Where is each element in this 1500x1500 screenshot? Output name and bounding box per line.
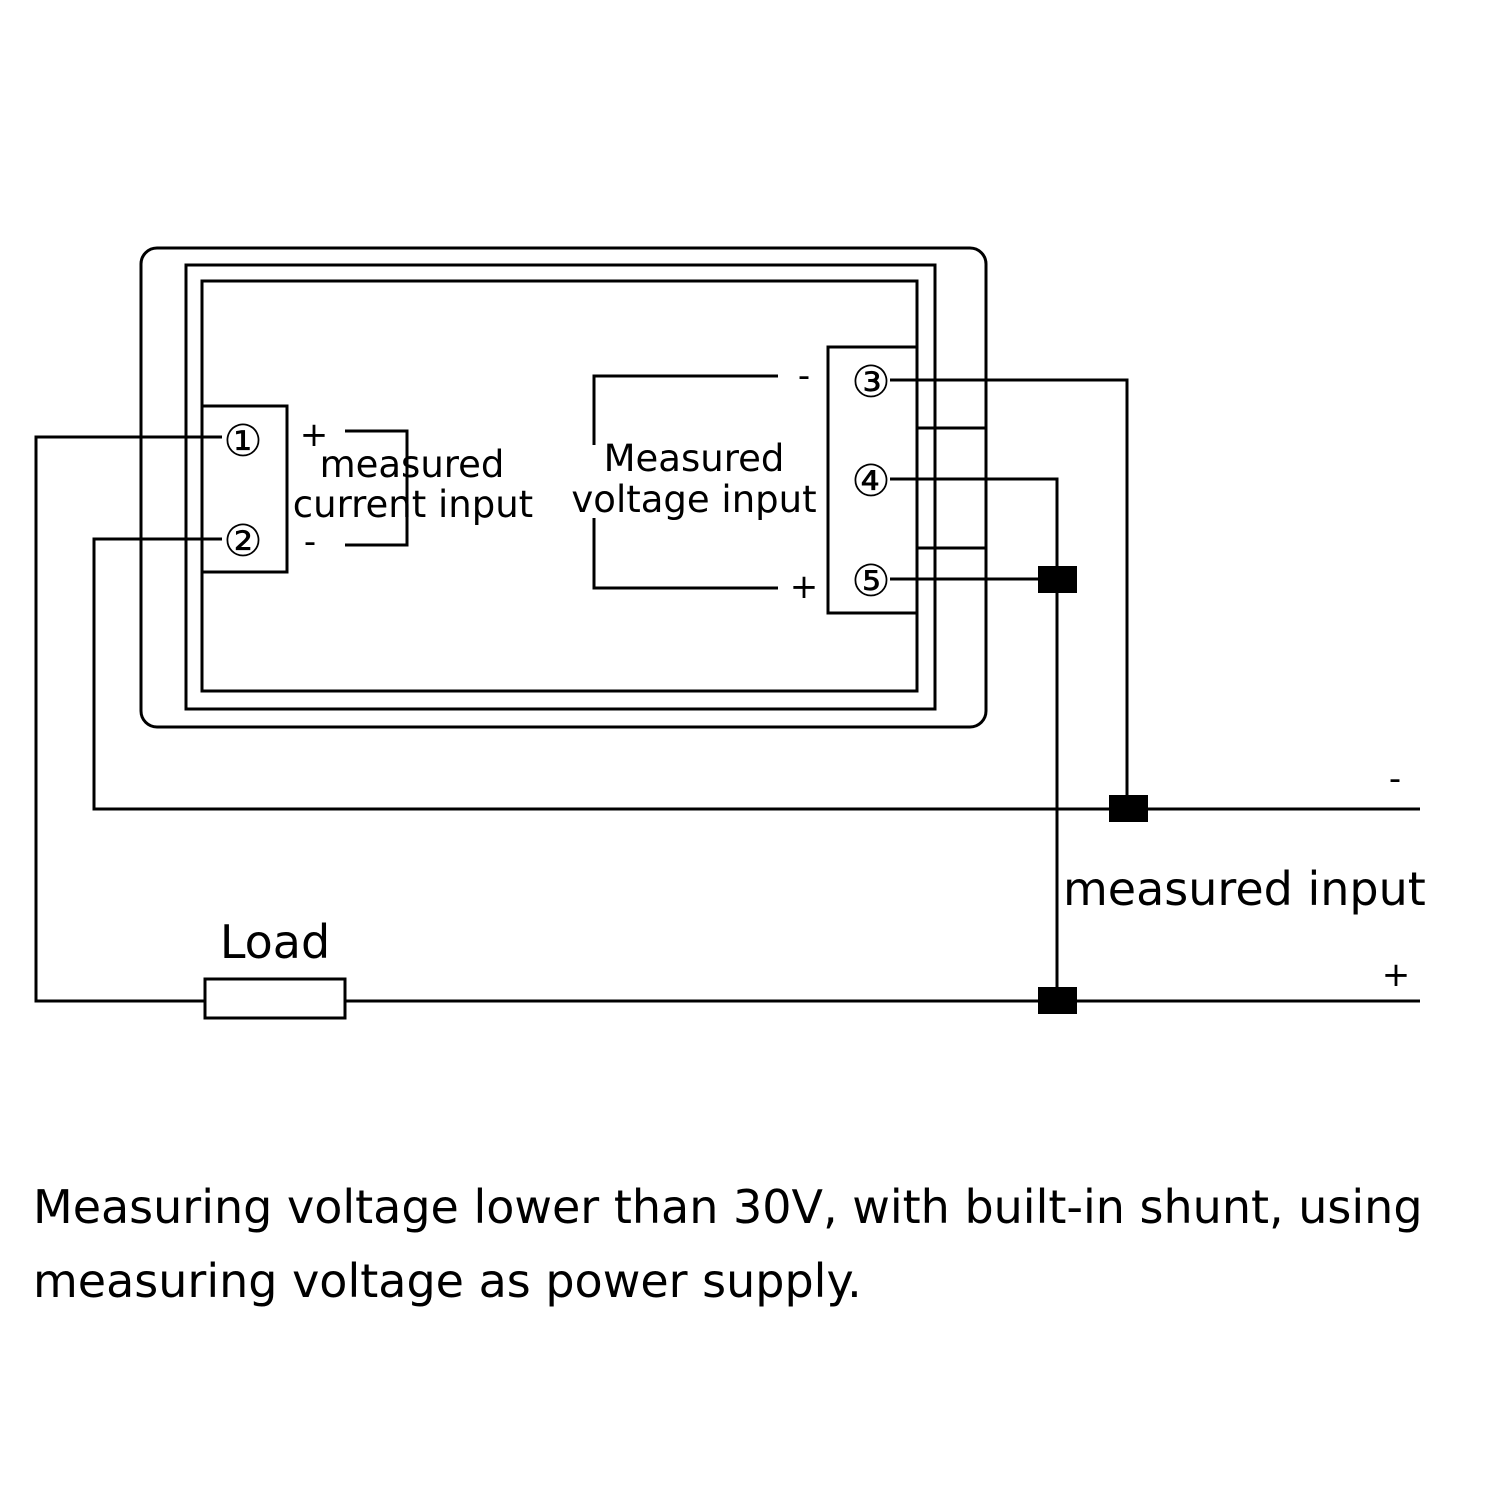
voltage-plus-sign: + xyxy=(790,567,819,607)
wire-t3-to-minus-rail xyxy=(890,378,1129,809)
junction-minus xyxy=(1109,795,1148,822)
load-label: Load xyxy=(220,915,330,969)
external-minus-sign: - xyxy=(1389,759,1401,799)
caption: Measuring voltage lower than 30V, with b… xyxy=(33,1170,1483,1318)
voltage-bracket-bottom xyxy=(592,518,778,590)
wire-t1-to-load xyxy=(34,435,205,1003)
junction-t5 xyxy=(1038,566,1077,593)
wire-t4-to-plus-rail xyxy=(890,477,1059,1001)
wire-t1-internal xyxy=(139,431,222,439)
load-resistor xyxy=(203,977,347,1020)
meter-bezel xyxy=(184,263,937,711)
current-minus-sign: - xyxy=(304,522,316,562)
current-input-bracket xyxy=(345,429,409,547)
measured-input-label: measured input xyxy=(1063,862,1426,916)
voltage-input-label-line2: voltage input xyxy=(571,478,816,521)
side-connector xyxy=(917,426,986,550)
terminal-1: ① xyxy=(223,416,262,467)
current-input-label-line1: measured xyxy=(320,443,505,486)
caption-line2: measuring voltage as power supply. xyxy=(33,1254,862,1308)
voltage-minus-sign: - xyxy=(798,356,810,396)
external-plus-sign: + xyxy=(1382,955,1411,995)
voltage-input-label-line1: Measured xyxy=(604,437,785,480)
terminal-4: ④ xyxy=(851,456,890,507)
terminal-3: ③ xyxy=(851,357,890,408)
terminal-5: ⑤ xyxy=(851,556,890,607)
terminal-2: ② xyxy=(223,516,262,567)
meter-outer-frame xyxy=(139,246,988,729)
wire-t2-to-minus-rail xyxy=(92,537,1420,811)
caption-line1: Measuring voltage lower than 30V, with b… xyxy=(33,1180,1423,1234)
junction-plus xyxy=(1038,987,1077,1014)
voltage-bracket-top xyxy=(592,374,778,445)
current-input-label-line2: current input xyxy=(293,483,533,526)
current-plus-sign: + xyxy=(300,415,329,455)
current-terminal-block xyxy=(200,404,289,574)
